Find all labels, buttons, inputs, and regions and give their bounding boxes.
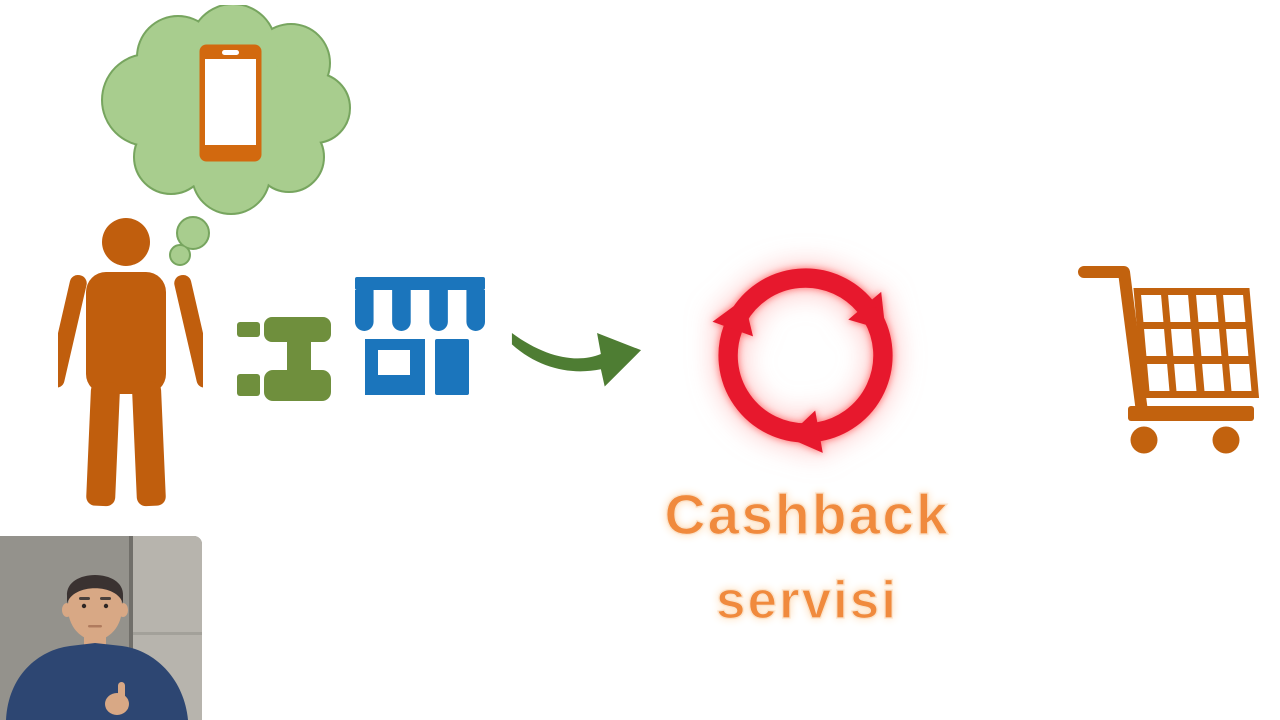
storefront-icon xyxy=(349,277,491,407)
presenter-mouth xyxy=(88,625,102,628)
phone-screen xyxy=(205,59,256,145)
binoculars-icon xyxy=(237,314,333,404)
presenter-hand xyxy=(105,693,129,715)
person-icon xyxy=(47,212,214,512)
caption-line-1: Cashback xyxy=(664,482,950,547)
flow-arrow-icon xyxy=(508,310,644,398)
cart-basket-holes xyxy=(1141,295,1252,391)
presenter-hair xyxy=(66,575,124,604)
wall-line xyxy=(133,632,202,635)
shopping-cart-icon xyxy=(1078,260,1260,460)
storefront-svg xyxy=(355,277,485,395)
store-window xyxy=(378,350,410,375)
cart-handle xyxy=(1078,266,1148,418)
person-svg xyxy=(47,218,214,507)
binoculars-svg xyxy=(237,317,331,401)
smartphone-svg xyxy=(199,44,262,162)
wall-seam xyxy=(129,536,133,720)
presenter-head xyxy=(68,576,122,640)
cashback-caption: Cashback servisi xyxy=(627,482,987,631)
smartphone-icon xyxy=(199,44,262,162)
cashback-cycle-icon xyxy=(698,248,913,463)
presenter-sweater xyxy=(6,643,188,720)
flow-arrow-svg xyxy=(511,332,642,387)
cycle-svg xyxy=(698,248,913,463)
caption-line-2: servisi xyxy=(715,570,898,630)
shopping-cart-svg xyxy=(1078,266,1260,454)
presenter-illustration xyxy=(0,536,202,720)
phone-earpiece xyxy=(222,50,239,55)
webcam-overlay xyxy=(0,536,202,720)
